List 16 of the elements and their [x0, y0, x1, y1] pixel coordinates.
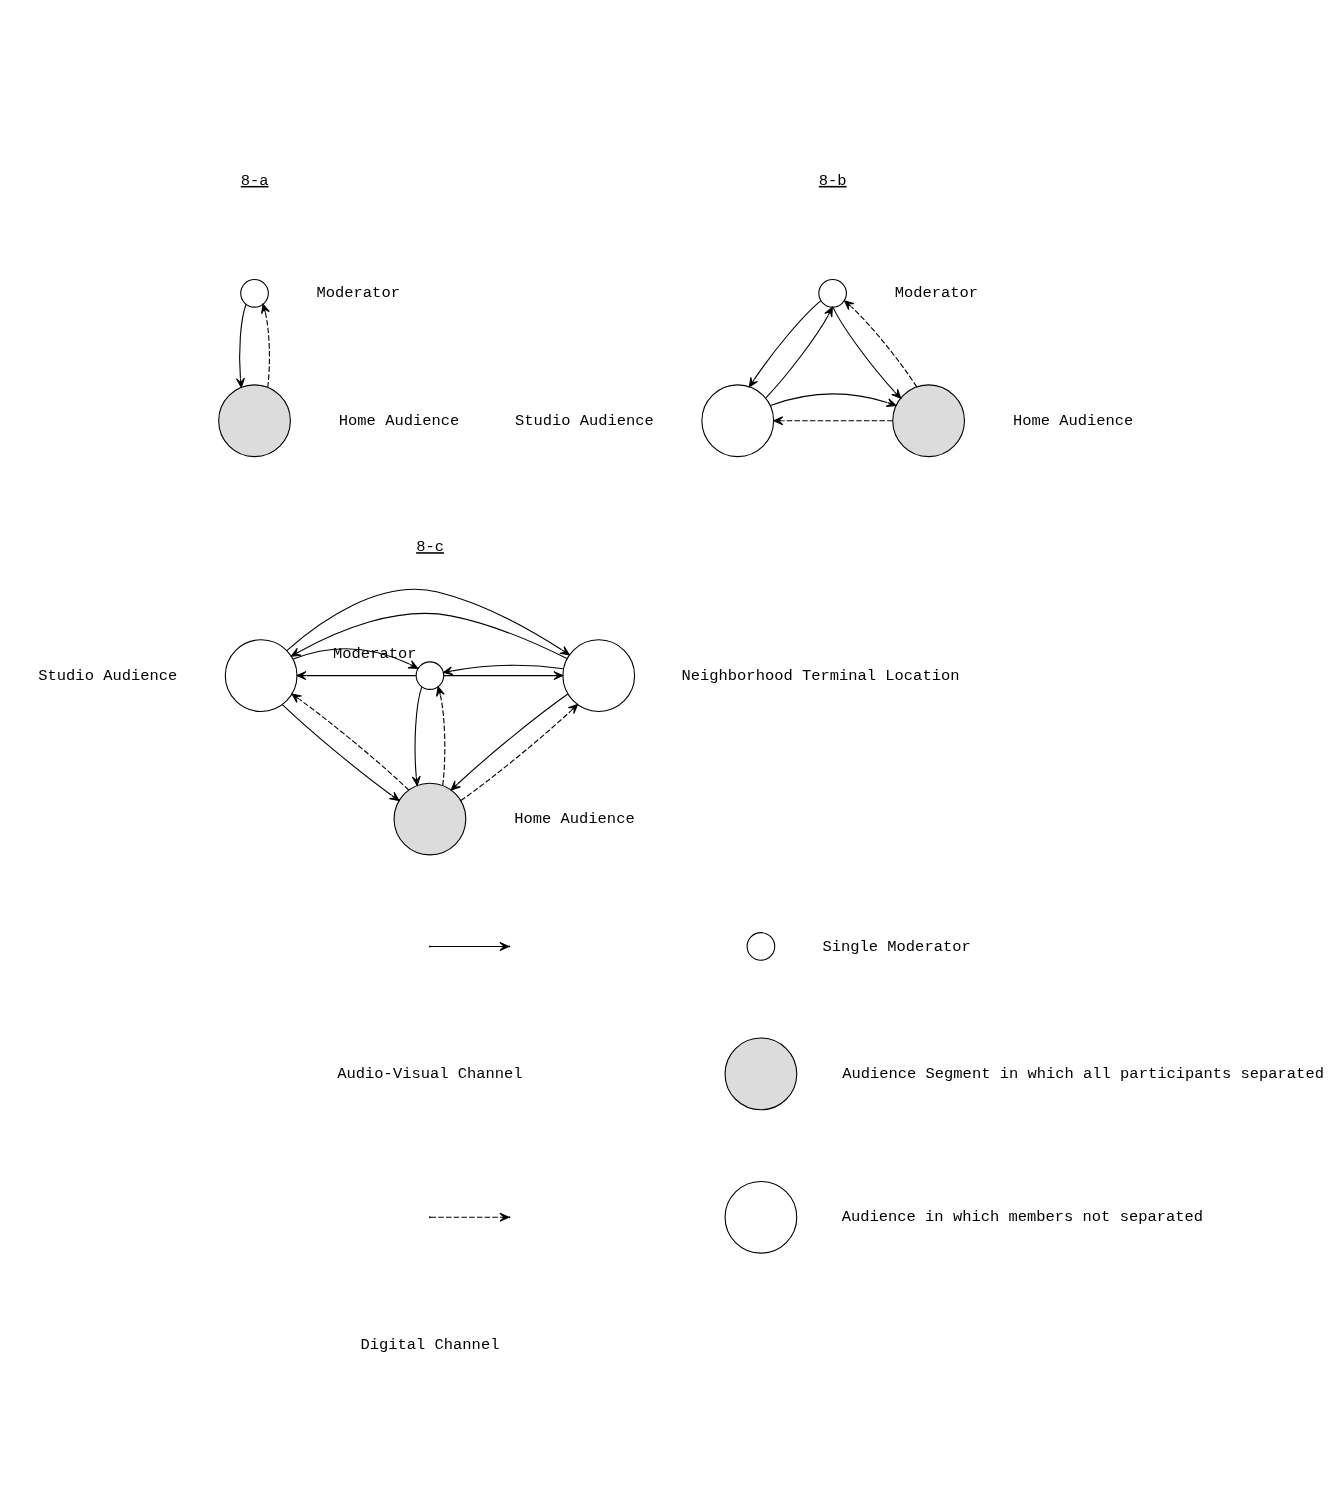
node-label: Studio Audience — [514, 411, 654, 430]
legend-label: Single Moderator — [822, 937, 971, 956]
label: 8-c — [416, 538, 444, 557]
node-label: Neighborhood Terminal Location — [681, 666, 960, 685]
node-label: Home Audience — [338, 411, 460, 430]
node-label: Moderator — [316, 284, 400, 303]
legend-label: Audio-Visual Channel — [337, 1064, 523, 1083]
label: 8-b — [818, 171, 847, 190]
node-label: Studio Audience — [38, 666, 178, 685]
node-label: Moderator — [894, 284, 979, 303]
legend-label: Audience in which members not separated — [841, 1208, 1204, 1227]
label: 8-a — [240, 171, 269, 190]
node-label: Home Audience — [1012, 411, 1134, 430]
legend-label: Digital Channel — [360, 1335, 500, 1354]
node-label: Home Audience — [514, 810, 635, 829]
legend-label: Audience Segment in which all participants separated — [842, 1064, 1324, 1083]
